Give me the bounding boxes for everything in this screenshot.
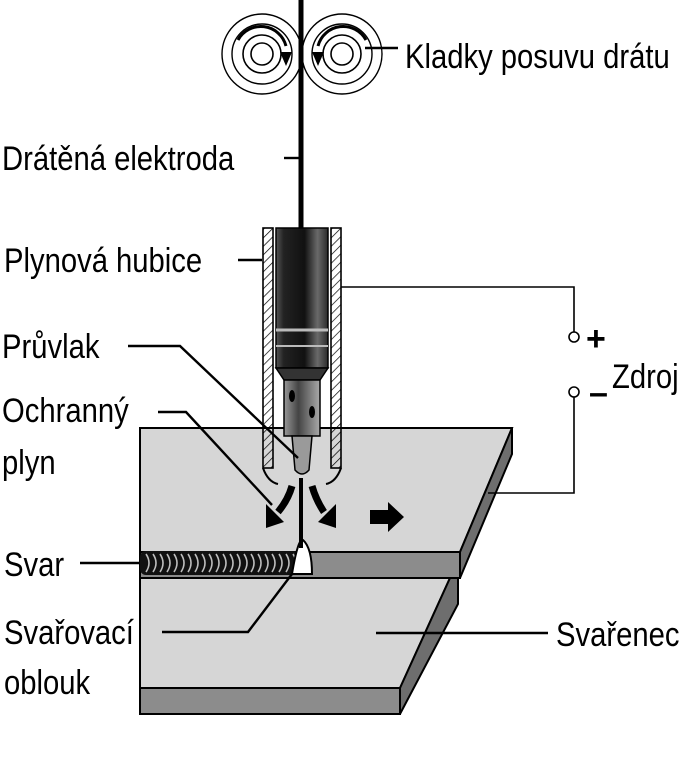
workpiece-plates (139, 427, 514, 715)
label-welding-arc-line2: oblouk (4, 663, 90, 702)
label-gas-nozzle: Plynová hubice (4, 241, 202, 280)
wire-feed-rollers (221, 13, 383, 95)
torch-body (275, 227, 329, 369)
labels: Kladky posuvu drátu Drátěná elektroda Pl… (2, 37, 680, 702)
weld-bead (140, 551, 300, 575)
welding-arc (290, 538, 314, 575)
gas-nozzle (262, 227, 342, 548)
label-wire-electrode: Drátěná elektroda (2, 139, 235, 178)
upper-plate-side-edge (459, 427, 513, 579)
right-roller (301, 13, 383, 95)
label-wire-feed-rollers: Kladky posuvu drátu (405, 37, 670, 76)
upper-plate-top (139, 427, 514, 553)
label-power-source: Zdroj (612, 357, 679, 396)
left-roller (221, 13, 303, 95)
power-circuit (341, 286, 580, 494)
plus-sign: + (586, 320, 606, 358)
label-workpiece: Svařenec (556, 615, 680, 654)
label-welding-arc-line1: Svařovací (4, 613, 134, 652)
lower-plate-front-edge (139, 687, 401, 715)
curved-arrow-icon (266, 484, 336, 528)
minus-sign: – (589, 374, 608, 412)
label-shielding-gas-line1: Ochranný (2, 391, 129, 430)
arrow-right-icon (370, 502, 404, 532)
contact-tip (291, 435, 313, 475)
label-contact-tip: Průvlak (2, 327, 100, 366)
leader-lines (80, 46, 548, 635)
label-shielding-gas-line2: plyn (2, 443, 56, 482)
label-weld: Svar (4, 545, 64, 584)
lower-plate-side-edge (399, 577, 459, 715)
